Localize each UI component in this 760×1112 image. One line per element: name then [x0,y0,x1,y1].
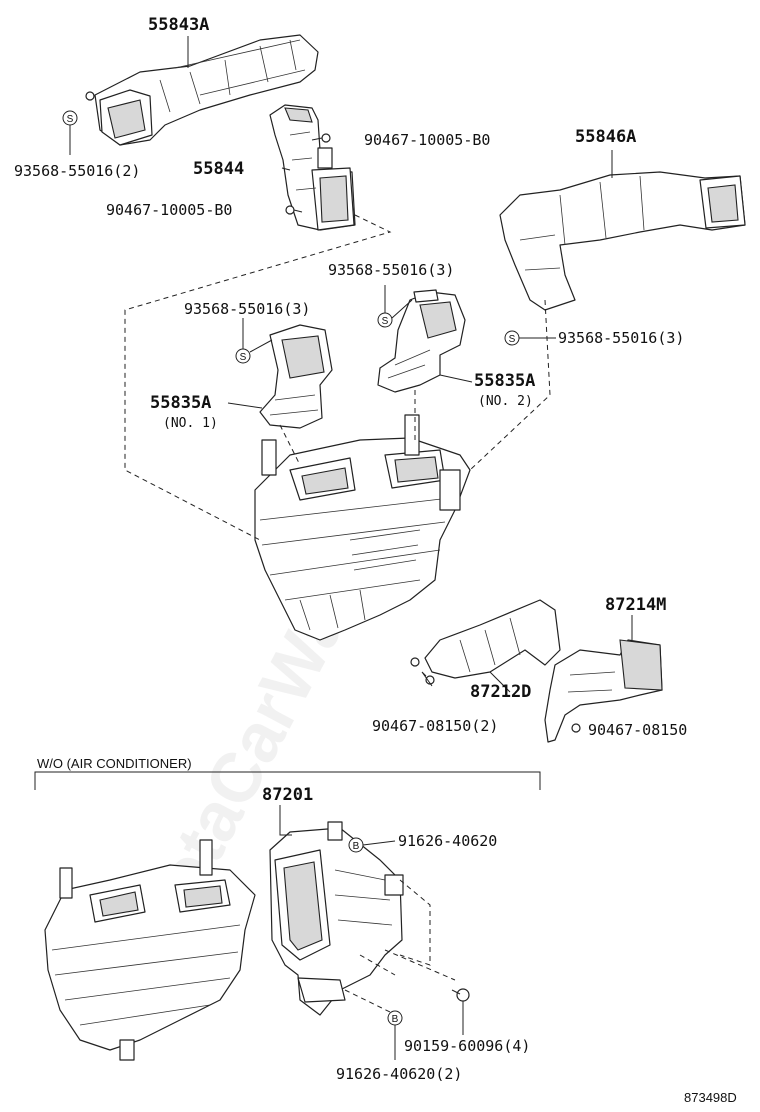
label-wo-air-conditioner: W/O (AIR CONDITIONER) [37,756,192,771]
duct-55835a-no1 [259,324,333,429]
duct-55835a-no2 [377,289,466,393]
duct-55843a [85,34,319,146]
s-symbol-93568-d-icon: S [235,318,273,364]
label-90467-08150-2: 90467-08150(2) [372,717,498,735]
label-no1: (NO. 1) [163,416,218,431]
label-55843a: 55843A [148,15,209,35]
duct-87212d [410,599,561,679]
heater-unit-wo-ac [44,839,256,1061]
label-55835a-no2: 55835A [474,371,535,391]
wo-ac-bracket [34,771,541,790]
label-90467-10005-b0-bottom: 90467-10005-B0 [106,201,232,219]
label-55844: 55844 [193,159,244,179]
label-93568-55016-2: 93568-55016(2) [14,162,140,180]
heater-unit-main [254,414,471,641]
fasteners [285,133,581,1002]
screw-90159-60096-icon [451,988,470,1002]
leader-lines [187,36,633,1035]
diagram-id: 873498D [684,1090,737,1105]
svg-text:B: B [392,1014,399,1025]
label-no2: (NO. 2) [478,394,533,409]
screw-90467-08150-icon [571,723,581,733]
s-symbol-93568-c-icon: S [377,285,413,328]
duct-55844 [269,104,356,231]
svg-text:S: S [509,334,516,345]
s-symbol-93568-a-icon: S [62,110,78,155]
svg-text:S: S [240,352,247,363]
label-93568-55016-3-right: 93568-55016(3) [558,329,684,347]
label-93568-55016-3-top: 93568-55016(3) [328,261,454,279]
screw-90467-10005-b0-bottom-icon [285,205,303,215]
heater-case-87201 [269,821,404,1016]
label-87214m: 87214M [605,595,666,615]
screw-90467-10005-b0-top-icon [311,133,331,143]
label-90467-08150: 90467-08150 [588,721,687,739]
svg-text:B: B [353,841,360,852]
b-symbol-91626-b-icon: B [387,1010,403,1060]
label-87201: 87201 [262,785,313,805]
label-87212d: 87212D [470,682,531,702]
label-55846a: 55846A [575,127,636,147]
duct-87214m [544,639,663,743]
s-symbol-93568-e-icon: S [504,330,556,346]
label-90159-60096-4: 90159-60096(4) [404,1037,530,1055]
duct-55846a [499,171,746,311]
screw-90467-08150-2-icon [421,671,435,687]
label-55835a-no1: 55835A [150,393,211,413]
label-90467-10005-b0-top: 90467-10005-B0 [364,131,490,149]
b-symbol-91626-a-icon: B [348,837,396,853]
dashed-connectors [124,214,551,1013]
svg-text:S: S [382,316,389,327]
svg-text:S: S [67,114,74,125]
label-91626-40620-2: 91626-40620(2) [336,1065,462,1083]
label-93568-55016-3-left: 93568-55016(3) [184,300,310,318]
label-91626-40620: 91626-40620 [398,832,497,850]
